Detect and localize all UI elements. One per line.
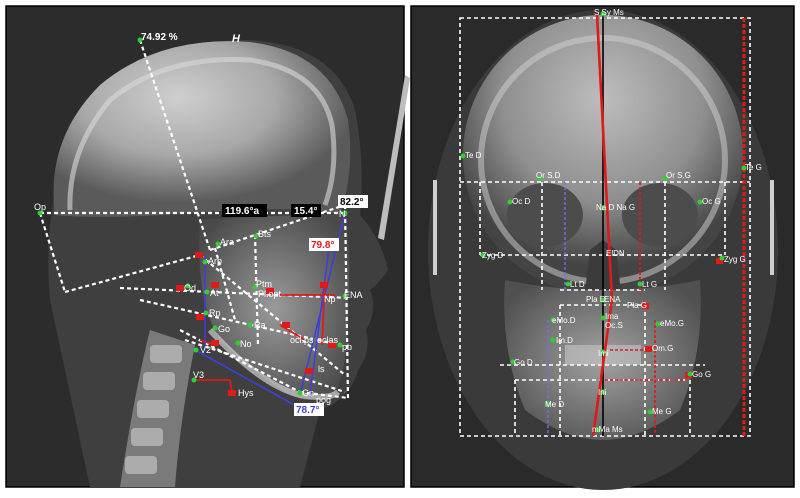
- label-omg: Om.G: [652, 344, 673, 353]
- label-v2: V2: [200, 345, 211, 355]
- lateral-red-markers: [176, 252, 336, 396]
- angle-frankfort-a: 119.6°a: [225, 206, 259, 217]
- label-meg: Me G: [652, 407, 672, 416]
- label-ocs: Oc.S: [605, 321, 623, 330]
- lateral-landmark-dots: [37, 37, 348, 396]
- label-med: Me D: [545, 400, 564, 409]
- label-arp: Arp: [208, 256, 222, 266]
- nasal-ruler-shape: [378, 75, 410, 240]
- label-mma: mMa Ms: [592, 425, 623, 434]
- lateral-tracing-lines: [38, 39, 351, 400]
- label-ini: Ini: [598, 388, 607, 397]
- label-oclas: oclas: [317, 335, 339, 345]
- label-ra: Ra: [254, 320, 266, 330]
- vertebrae-shapes: [125, 345, 182, 474]
- label-orsd: Or S.D: [536, 171, 561, 180]
- frontal-blue-lines: [547, 182, 566, 436]
- angle-red: 79.8°: [311, 240, 334, 251]
- inner-table-shape: [67, 57, 337, 211]
- label-n: N: [339, 209, 346, 219]
- label-god: Go D: [514, 358, 533, 367]
- label-op: Op: [34, 202, 46, 212]
- frontal-red-midline-upper: [595, 13, 614, 301]
- label-zygd: Zyg D: [482, 251, 504, 260]
- label-at: At: [210, 288, 219, 298]
- frontal-red-dashed: [605, 182, 690, 436]
- angle-nasion-box: [338, 195, 368, 208]
- lateral-landmark-labels: Op N Ara Bts Arp Od At Ptm Pl.opt ENA Np…: [34, 202, 363, 405]
- angle-chin: 78.7°: [296, 405, 319, 416]
- frontal-red-midline-lower: [591, 299, 614, 437]
- lateral-panel: 74.92 % H 119.6°a 15.4° 82.2° 79.8° 78.7…: [5, 5, 410, 488]
- frontal-landmark-dots: [460, 11, 747, 433]
- heading-letter: H: [232, 33, 241, 45]
- label-plad: Pla D: [586, 295, 606, 304]
- ear-rod-left: [770, 180, 774, 275]
- angle-chin-box: [294, 403, 324, 416]
- angle-red-box: [309, 238, 339, 251]
- label-ara: Ara: [220, 237, 234, 247]
- label-ena: ENA: [344, 290, 363, 300]
- label-imi: Imi: [598, 349, 609, 358]
- label-gn: Gn: [302, 388, 314, 398]
- label-pb: pb: [342, 342, 352, 352]
- label-hys: Hys: [238, 388, 254, 398]
- orbit-left-shape: [622, 183, 698, 247]
- label-bts: Bts: [258, 229, 272, 239]
- orbit-right-shape: [507, 183, 583, 247]
- label-gog: Go G: [692, 370, 711, 379]
- label-ocd: Oc D: [512, 197, 530, 206]
- angle-top-readout: 74.92 %: [141, 32, 178, 43]
- label-rp: Rp: [209, 308, 221, 318]
- label-eldn: ElDN: [606, 249, 625, 258]
- angle-frankfort-b: 15.4°: [294, 206, 317, 217]
- label-emog: eMo.G: [660, 319, 684, 328]
- angle-a-box: [222, 204, 267, 217]
- label-imd: Im.D: [556, 336, 573, 345]
- label-teg: Te G: [745, 163, 762, 172]
- frontal-panel: S Sy Ms Te D Te G Or S.D Or S.G Oc D Oc …: [410, 5, 795, 490]
- label-go: Go: [218, 324, 230, 334]
- label-ocg: Oc G: [702, 197, 721, 206]
- label-ima: Ima: [605, 312, 619, 321]
- frontal-landmark-labels: S Sy Ms Te D Te G Or S.D Or S.G Oc D Oc …: [465, 8, 762, 434]
- label-ls: ls: [318, 364, 325, 374]
- label-plag: Pla G: [627, 301, 647, 310]
- label-od: Od: [184, 283, 196, 293]
- label-orsg: Or S.G: [666, 171, 691, 180]
- label-ted: Te D: [465, 151, 482, 160]
- label-zygg: Zyg G: [724, 255, 746, 264]
- label-pog: pog: [316, 395, 331, 405]
- label-ltg: Lt G: [642, 280, 657, 289]
- label-ltd: Lt D: [570, 280, 585, 289]
- label-emod: eMo.D: [552, 316, 576, 325]
- label-plopt: Pl.opt: [258, 289, 282, 299]
- label-nad: Na D Na G: [596, 203, 635, 212]
- label-no: No: [240, 339, 252, 349]
- label-ptm: Ptm: [256, 279, 272, 289]
- label-np: Np: [324, 294, 336, 304]
- angle-nasion: 82.2°: [340, 197, 363, 208]
- label-ena: ENA: [604, 295, 621, 304]
- ear-rod-right: [433, 180, 437, 275]
- angle-b-box: [291, 204, 321, 217]
- label-v3: V3: [193, 370, 204, 380]
- label-ocl: ocl.ps: [290, 335, 314, 345]
- label-top: S Sy Ms: [594, 8, 624, 17]
